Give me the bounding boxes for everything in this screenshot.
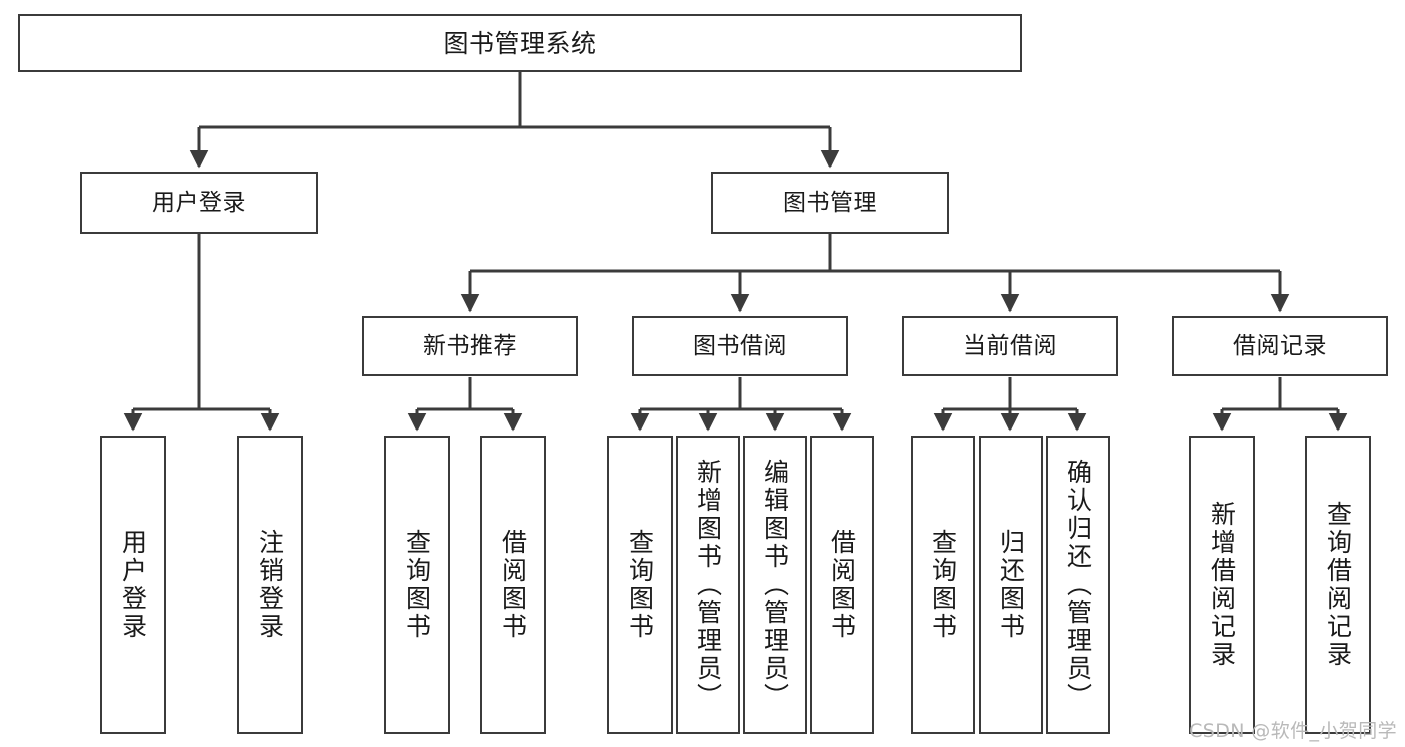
node-book-management[interactable]: 图书管理 — [711, 172, 949, 234]
node-label: 用户登录 — [152, 189, 246, 216]
node-label: 查询图书 — [928, 529, 958, 641]
node-label: 图书借阅 — [693, 332, 787, 359]
leaf-current-borrow-confirm-return-admin[interactable]: 确认归还（管理员） — [1046, 436, 1110, 734]
leaf-current-borrow-return-book[interactable]: 归还图书 — [979, 436, 1043, 734]
node-label: 新增图书（管理员） — [693, 459, 723, 711]
node-label: 借阅图书 — [827, 529, 857, 641]
node-root-book-management-system[interactable]: 图书管理系统 — [18, 14, 1022, 72]
leaf-user-login-signin[interactable]: 用户登录 — [100, 436, 166, 734]
leaf-book-borrow-edit-book-admin[interactable]: 编辑图书（管理员） — [743, 436, 807, 734]
node-label: 借阅记录 — [1233, 332, 1327, 359]
node-label: 新增借阅记录 — [1207, 501, 1237, 669]
node-label: 当前借阅 — [963, 332, 1057, 359]
leaf-user-login-signout[interactable]: 注销登录 — [237, 436, 303, 734]
node-label: 编辑图书（管理员） — [760, 459, 790, 711]
leaf-book-borrow-borrow-book[interactable]: 借阅图书 — [810, 436, 874, 734]
leaf-new-book-borrow-book[interactable]: 借阅图书 — [480, 436, 546, 734]
node-user-login[interactable]: 用户登录 — [80, 172, 318, 234]
leaf-borrow-record-query-record[interactable]: 查询借阅记录 — [1305, 436, 1371, 734]
node-label: 查询图书 — [402, 529, 432, 641]
leaf-new-book-query-book[interactable]: 查询图书 — [384, 436, 450, 734]
csdn-watermark: CSDN @软件_小贺同学 — [1189, 720, 1397, 742]
node-label: 注销登录 — [255, 529, 285, 641]
leaf-current-borrow-query-book[interactable]: 查询图书 — [911, 436, 975, 734]
node-current-borrow[interactable]: 当前借阅 — [902, 316, 1118, 376]
leaf-book-borrow-query-book[interactable]: 查询图书 — [607, 436, 673, 734]
node-label: 归还图书 — [996, 529, 1026, 641]
node-new-book-recommend[interactable]: 新书推荐 — [362, 316, 578, 376]
node-borrow-record[interactable]: 借阅记录 — [1172, 316, 1388, 376]
node-book-borrow[interactable]: 图书借阅 — [632, 316, 848, 376]
node-label: 查询借阅记录 — [1323, 501, 1353, 669]
node-label: 查询图书 — [625, 529, 655, 641]
node-label: 用户登录 — [118, 529, 148, 641]
node-label: 图书管理系统 — [443, 28, 597, 58]
leaf-book-borrow-add-book-admin[interactable]: 新增图书（管理员） — [676, 436, 740, 734]
node-label: 图书管理 — [783, 189, 877, 216]
node-label: 借阅图书 — [498, 529, 528, 641]
node-label: 新书推荐 — [423, 332, 517, 359]
node-label: 确认归还（管理员） — [1063, 459, 1093, 711]
leaf-borrow-record-add-record[interactable]: 新增借阅记录 — [1189, 436, 1255, 734]
